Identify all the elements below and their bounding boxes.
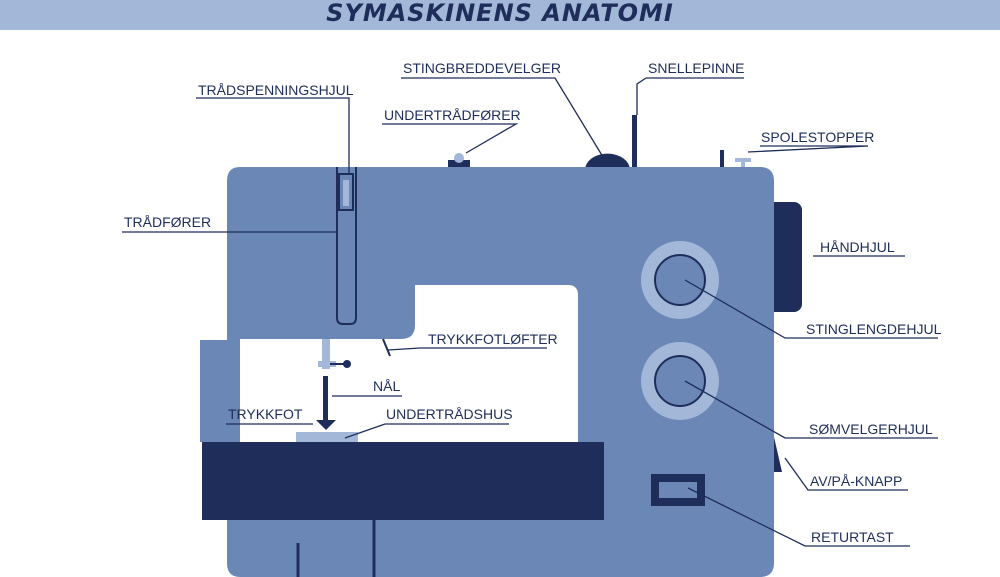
label-av-pa-knapp: AV/PÅ-KNAPP	[810, 473, 903, 489]
label-undertradshus: UNDERTRÅDSHUS	[386, 406, 513, 422]
label-handhjul: HÅNDHJUL	[820, 239, 895, 255]
machine-bed	[202, 442, 604, 520]
label-trykkfot: TRYKKFOT	[228, 406, 303, 422]
presser-foot-lifter	[382, 338, 391, 357]
needle-screw-head	[343, 360, 351, 368]
needle-clamp	[318, 361, 336, 367]
stitch-length-dial-inner	[654, 254, 706, 306]
thread-tension-dial	[338, 173, 354, 211]
bobbin-winder-stopper-stem	[741, 160, 745, 170]
page-title: SYMASKINENS ANATOMI	[326, 0, 674, 27]
label-spolestopper: SPOLESTOPPER	[761, 129, 875, 145]
label-trykkfotlofter: TRYKKFOTLØFTER	[428, 331, 558, 347]
label-stinglengdehjul: STINGLENGDEHJUL	[806, 321, 942, 337]
leader-tradspenningshjul	[196, 97, 350, 174]
presser-foot	[316, 420, 336, 430]
needle-bar	[322, 339, 330, 369]
bobbin-winder-pin	[720, 150, 724, 170]
leader-spolestopper	[747, 145, 869, 153]
label-stingbreddevelger: STINGBREDDEVELGER	[403, 60, 561, 76]
bobbin-thread-guide-knob	[454, 153, 464, 163]
label-returtast: RETURTAST	[811, 529, 894, 545]
reverse-button-face	[659, 482, 697, 498]
leader-undertradshus	[344, 423, 509, 439]
presser-foot-plate	[296, 432, 358, 442]
label-undertradforer: UNDERTRÅDFØRER	[384, 107, 521, 123]
label-nal: NÅL	[373, 378, 401, 394]
stitch-width-selector	[585, 153, 630, 170]
leader-trykkfotlofter	[387, 347, 547, 351]
label-tradforer: TRÅDFØRER	[124, 214, 212, 230]
label-snellepinne: SNELLEPINNE	[648, 60, 745, 76]
bobbin-thread-guide-base	[448, 160, 470, 170]
leader-undertradforer	[382, 123, 519, 154]
thread-take-up-slot	[336, 167, 357, 325]
leader-returtast	[687, 487, 910, 547]
power-switch	[774, 437, 782, 472]
leader-av-pa-knapp	[784, 457, 908, 491]
thread-tension-dial-inner	[343, 180, 349, 206]
leader-snellepinne-drop	[636, 77, 647, 115]
leader-stingbreddevelger	[401, 77, 604, 158]
leader-stinglengdehjul	[684, 279, 938, 339]
needle	[323, 376, 328, 420]
label-tradspenningshjul: TRÅDSPENNINGSHJUL	[198, 82, 354, 98]
leader-somvelgerhjul	[684, 380, 938, 439]
title-banner: SYMASKINENS ANATOMI	[0, 0, 1000, 30]
label-somvelgerhjul: SØMVELGERHJUL	[809, 421, 933, 437]
stitch-selector-dial-inner	[654, 355, 706, 407]
spool-pin	[632, 115, 637, 173]
